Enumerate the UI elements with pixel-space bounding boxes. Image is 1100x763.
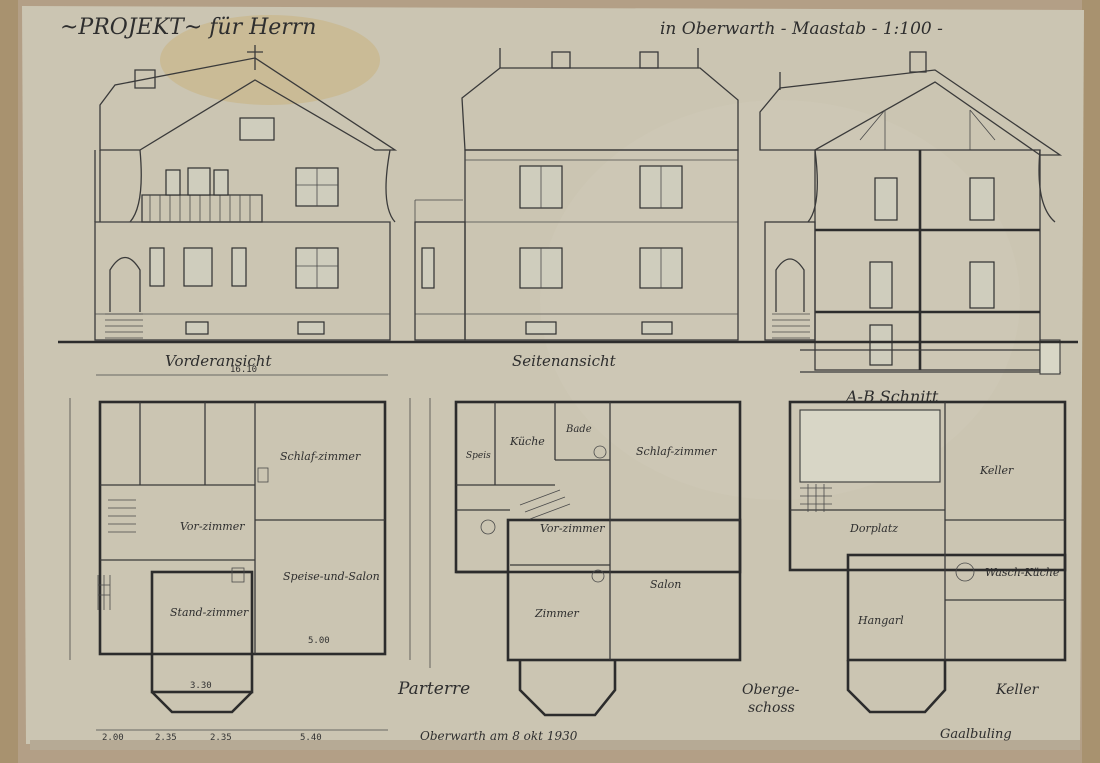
cellar-plan: Keller Dorplatz Wasch-Küche Hangarl xyxy=(788,400,1067,714)
date-line: Oberwarth am 8 okt 1930 xyxy=(420,729,578,743)
cellar-label: Keller xyxy=(995,682,1040,698)
side-elevation xyxy=(414,48,739,341)
ground-dim-5: 3.30 xyxy=(190,681,212,691)
section-view xyxy=(759,51,1063,375)
front-view-label: Vorderansicht xyxy=(165,352,272,370)
ground-floor-plan: 16.10 Schlaf-zimmer Vor-zimmer Speise-un… xyxy=(69,365,411,743)
ground-dim-1: 2.00 xyxy=(102,733,124,743)
ground-room-standzimmer: Stand-zimmer xyxy=(170,606,249,619)
upper-room-kueche: Küche xyxy=(509,435,545,448)
front-elevation xyxy=(94,45,398,341)
upper-room-vorzimmer: Vor-zimmer xyxy=(540,522,605,535)
ground-dim-3: 2.35 xyxy=(210,733,232,743)
upper-floor-label-2: schoss xyxy=(748,700,795,716)
ground-room-schlafzimmer: Schlaf-zimmer xyxy=(280,450,361,463)
upper-floor-label-1: Oberge- xyxy=(742,682,800,698)
cellar-room-waschkueche: Wasch-Küche xyxy=(985,566,1060,579)
upper-room-schlafzimmer: Schlaf-zimmer xyxy=(636,445,717,458)
side-view-label: Seitenansicht xyxy=(512,352,617,370)
ground-dim-2: 2.35 xyxy=(155,733,177,743)
cellar-room-dorplatz: Dorplatz xyxy=(849,522,898,535)
paper xyxy=(22,6,1084,750)
sheet-location-scale: in Oberwarth - Maastab - 1:100 - xyxy=(660,19,943,39)
cellar-room-keller: Keller xyxy=(979,464,1014,477)
sheet-title: ~PROJEKT~ für Herrn xyxy=(60,15,316,40)
ground-room-speise-salon: Speise-und-Salon xyxy=(283,570,380,583)
ground-dim-6: 5.00 xyxy=(308,636,330,646)
upper-room-speis: Speis xyxy=(466,451,491,461)
ground-total-width: 16.10 xyxy=(230,365,257,375)
upper-room-zimmer: Zimmer xyxy=(534,607,580,620)
ground-floor-label: Parterre xyxy=(397,679,470,699)
upper-room-bade: Bade xyxy=(565,424,592,435)
upper-floor-plan: Küche Bade Schlaf-zimmer Vor-zimmer Salo… xyxy=(429,398,742,717)
ground-room-vorzimmer: Vor-zimmer xyxy=(180,520,245,533)
signature: Gaalbuling xyxy=(940,727,1012,742)
cellar-room-hangarl: Hangarl xyxy=(857,614,904,627)
ground-dim-4: 5.40 xyxy=(300,733,322,743)
upper-room-salon: Salon xyxy=(650,578,681,591)
